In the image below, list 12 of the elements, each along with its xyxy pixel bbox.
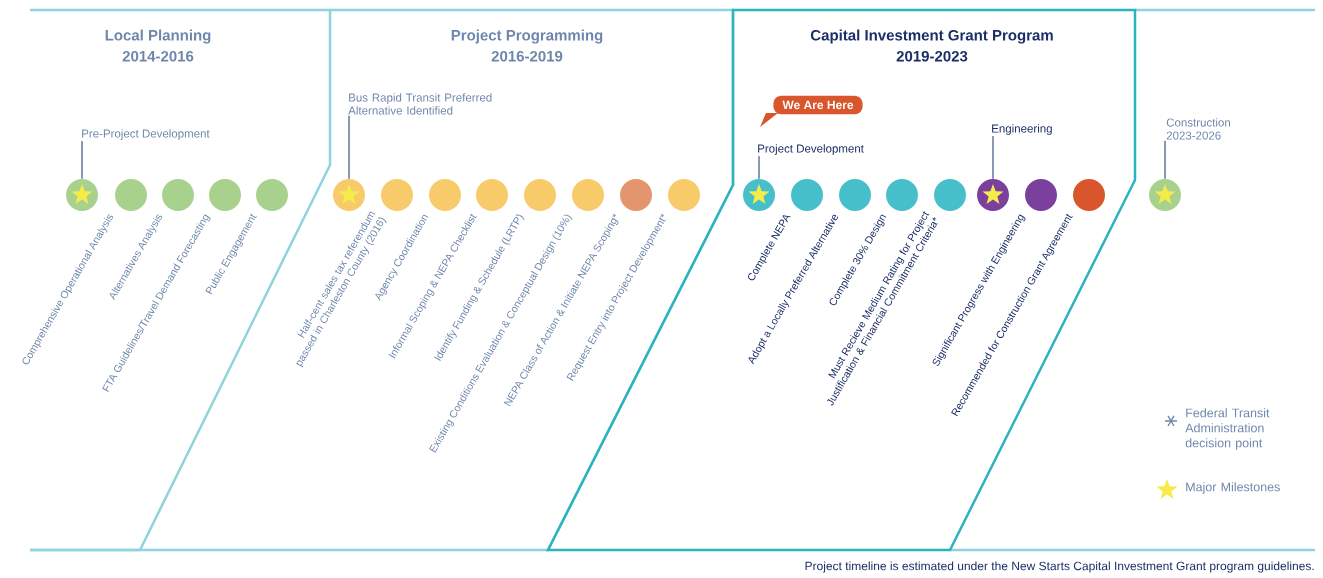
leader-line — [758, 155, 760, 180]
legend-label: Major Milestones — [1186, 482, 1280, 494]
leader-line — [348, 115, 350, 180]
timeline-circle — [256, 179, 288, 211]
leader-line — [992, 135, 994, 180]
timeline-circle — [1149, 179, 1181, 211]
callout-bubble: We Are Here — [760, 95, 863, 127]
leader-line — [81, 140, 83, 180]
milestone-label: Construction 2023-2026 — [1166, 118, 1230, 140]
leader-line — [1164, 140, 1166, 180]
legend-label: Federal Transit Administration decision point — [1185, 408, 1270, 450]
caption: Project timeline is estimated under the New Starts Capital Investment Grant program guidelines. — [805, 561, 1314, 573]
